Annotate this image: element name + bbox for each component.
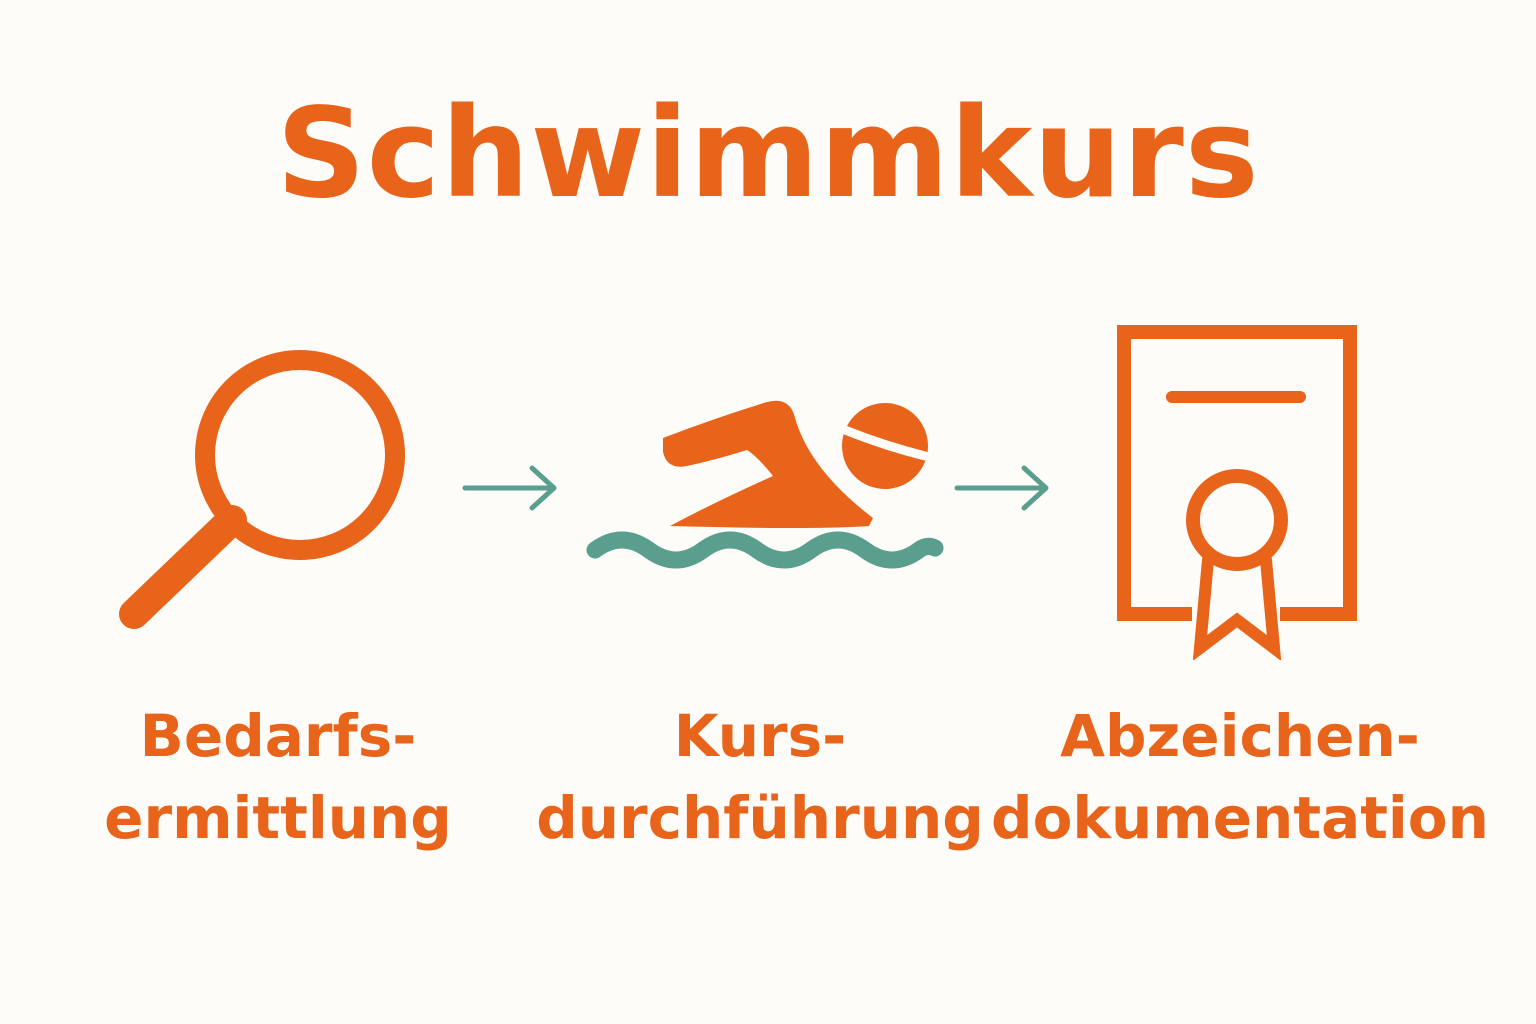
- step-label-line: dokumentation: [991, 784, 1489, 852]
- step-label-line: Kurs-: [673, 702, 847, 770]
- step-label-bedarfsermittlung: Bedarfs- ermittlung: [68, 695, 488, 859]
- swimmer-icon: [585, 390, 945, 590]
- step-label-abzeichendokumentation: Abzeichen- dokumentation: [990, 695, 1490, 859]
- step-label-kursdurchfuehrung: Kurs- durchführung: [530, 695, 990, 859]
- step-label-line: durchführung: [536, 784, 984, 852]
- magnifier-icon: [108, 350, 418, 640]
- diagram-title: Schwimmkurs: [276, 82, 1260, 226]
- step-label-line: Bedarfs-: [139, 702, 417, 770]
- certificate-icon: [1112, 320, 1362, 660]
- step-label-line: Abzeichen-: [1060, 702, 1420, 770]
- arrow-right-icon: [952, 462, 1052, 514]
- step-label-line: ermittlung: [104, 784, 452, 852]
- arrow-right-icon: [460, 462, 560, 514]
